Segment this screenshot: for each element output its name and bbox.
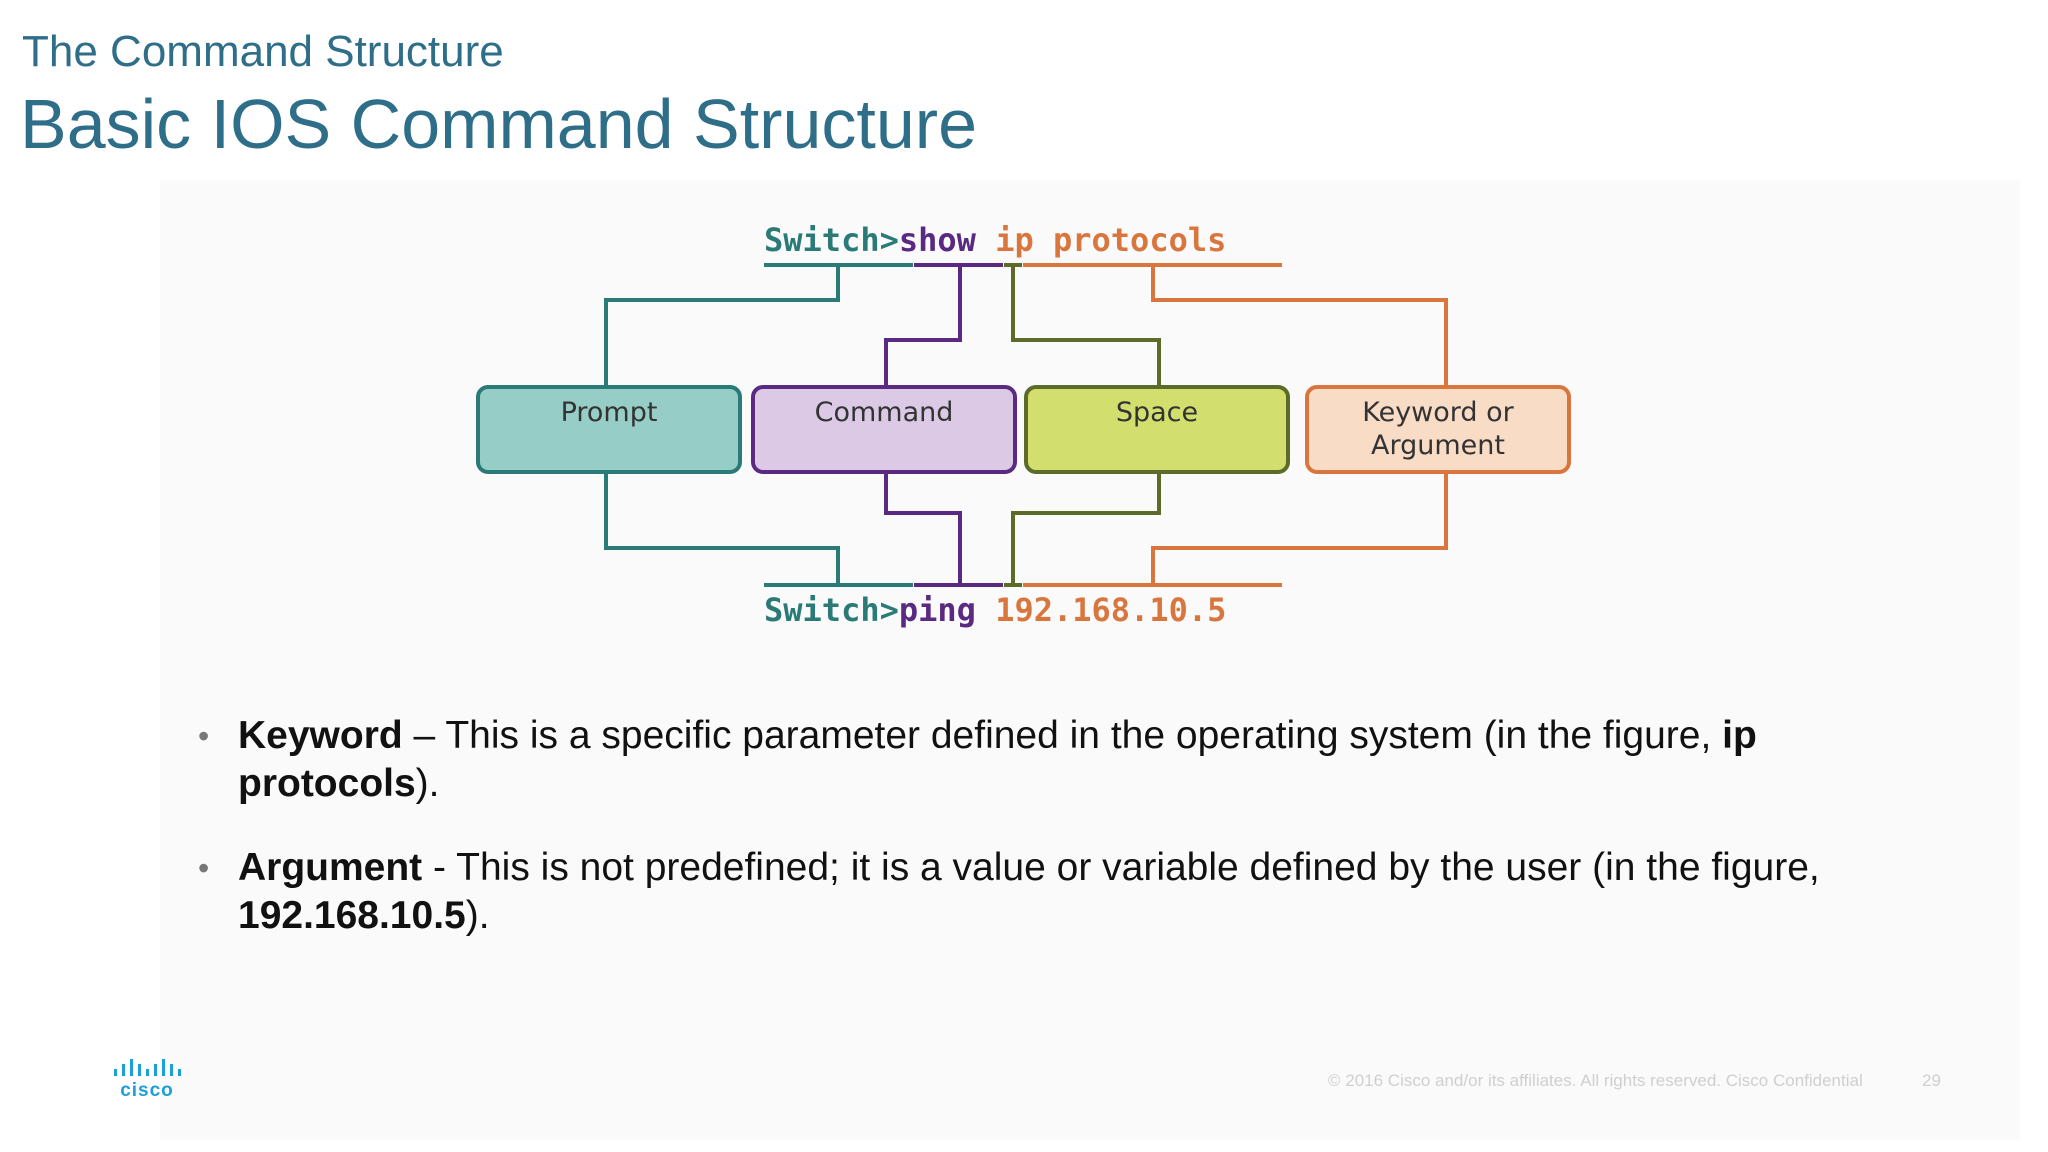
page-number: 29 xyxy=(1922,1071,1941,1090)
top-argument-text: ip protocols xyxy=(995,221,1226,259)
top-argument-connector xyxy=(1151,265,1448,385)
bullet-term-argument: Argument xyxy=(238,846,423,889)
bottom-space-connector xyxy=(1011,474,1161,585)
bullet-separator: - xyxy=(422,846,457,889)
keyword-box-label-line1: Keyword or xyxy=(1362,397,1514,428)
keyword-argument-box xyxy=(1305,385,1571,474)
bullet-end: ). xyxy=(415,762,440,805)
bottom-command-connector xyxy=(884,474,962,585)
bullet-example-keyword: ip protocols xyxy=(238,714,1757,805)
bottom-command-text: ping xyxy=(899,591,976,629)
top-prompt-connector xyxy=(604,265,840,385)
bullet-text-keyword: This is a specific parameter defined in … xyxy=(445,714,1723,757)
bullet-dot: • xyxy=(198,850,210,886)
bullet-dot: • xyxy=(198,718,210,754)
bottom-argument-connector xyxy=(1151,474,1448,585)
command-structure-diagram: Switch>show ip protocols Prompt Command … xyxy=(476,221,1571,629)
bottom-argument-text: 192.168.10.5 xyxy=(995,591,1226,629)
bullet-list: • Keyword – This is a specific parameter … xyxy=(198,712,1838,976)
bottom-prompt-text: Switch> xyxy=(764,591,899,629)
prompt-box-label: Prompt xyxy=(561,397,658,428)
command-box-label: Command xyxy=(815,397,954,428)
top-command-text: show xyxy=(899,221,977,259)
bullet-example-argument: 192.168.10.5 xyxy=(238,894,466,937)
bullet-argument: • Argument - This is not predefined; it i… xyxy=(198,844,1838,940)
bullet-keyword: • Keyword – This is a specific parameter … xyxy=(198,712,1838,808)
footer-copyright: © 2016 Cisco and/or its affiliates. All … xyxy=(1328,1071,1863,1090)
slide-title: Basic IOS Command Structure xyxy=(20,85,977,163)
top-command-connector xyxy=(884,265,962,385)
top-prompt-text: Switch> xyxy=(764,221,899,259)
bullet-separator: – xyxy=(402,714,446,757)
bullet-term-keyword: Keyword xyxy=(238,714,403,757)
bottom-prompt-connector xyxy=(604,474,840,585)
prompt-box xyxy=(476,385,742,474)
space-box xyxy=(1024,385,1290,474)
bullet-end: ). xyxy=(465,894,490,937)
cisco-logo: cisco xyxy=(114,1059,181,1100)
space-box-label: Space xyxy=(1116,397,1198,428)
keyword-box-label-line2: Argument xyxy=(1371,430,1505,461)
cisco-logo-text: cisco xyxy=(120,1080,174,1100)
svg-text:Switch>ping 192.168.10.5: Switch>ping 192.168.10.5 xyxy=(764,591,1226,629)
svg-text:Switch>show ip protocols: Switch>show ip protocols xyxy=(764,221,1226,259)
top-space-connector xyxy=(1011,265,1161,385)
bullet-text-argument: This is not predefined; it is a value or… xyxy=(456,846,1820,889)
command-box xyxy=(751,385,1017,474)
section-subtitle: The Command Structure xyxy=(22,27,504,76)
